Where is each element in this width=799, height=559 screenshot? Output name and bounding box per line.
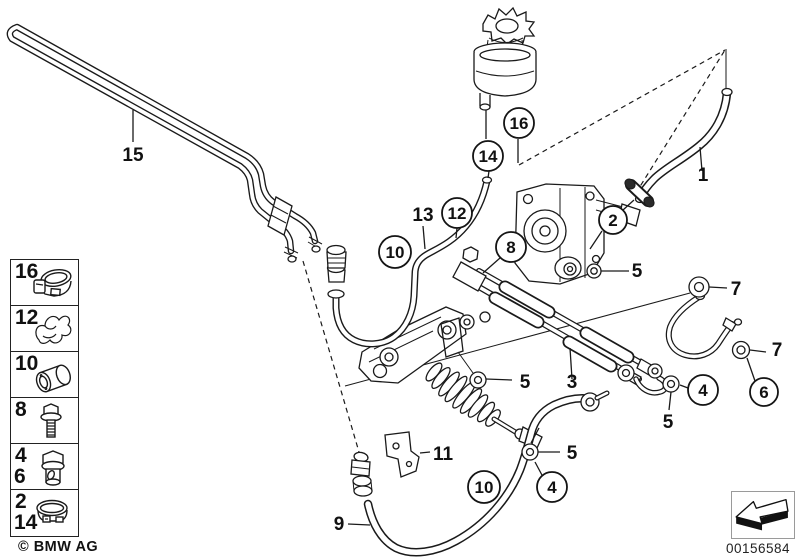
legend-number: 12 <box>15 306 39 329</box>
legend-number: 4 <box>15 444 27 467</box>
hex-bolt-icon <box>40 403 62 438</box>
legend-number: 2 <box>15 490 27 513</box>
svg-text:5: 5 <box>632 261 643 282</box>
callout-5c[interactable]: 5 <box>663 412 674 433</box>
callout-10[interactable]: 10 <box>378 235 412 269</box>
svg-text:6: 6 <box>759 383 768 402</box>
legend-item-10[interactable]: 10 <box>10 351 79 399</box>
svg-text:14: 14 <box>479 147 498 166</box>
legend-item-16[interactable]: 16 <box>10 259 79 307</box>
callout-15[interactable]: 15 <box>122 145 144 166</box>
callout-8[interactable]: 8 <box>495 231 527 263</box>
callout-4[interactable]: 4 <box>687 374 719 406</box>
legend-item-12[interactable]: 12 <box>10 305 79 353</box>
svg-text:9: 9 <box>334 514 345 535</box>
callout-6[interactable]: 6 <box>749 377 779 407</box>
ear-clamp-icon <box>36 499 68 523</box>
steering-rack <box>358 306 543 449</box>
copyright-text: © BMW AG <box>18 539 99 555</box>
dashed-reference-line <box>302 260 360 453</box>
svg-text:15: 15 <box>122 145 144 166</box>
callout-5b[interactable]: 5 <box>520 372 531 393</box>
svg-text:11: 11 <box>433 444 454 465</box>
suction-stub-hose <box>624 178 655 208</box>
svg-text:4: 4 <box>547 478 557 497</box>
svg-text:3: 3 <box>567 372 578 393</box>
svg-text:7: 7 <box>731 279 742 300</box>
svg-text:7: 7 <box>772 340 783 361</box>
callout-9[interactable]: 9 <box>334 514 345 535</box>
pipe-15-fittings <box>283 236 323 263</box>
legend-number: 8 <box>15 398 27 421</box>
dashed-reference-line <box>635 49 726 194</box>
rubber-bushing-icon <box>35 364 71 393</box>
svg-text:12: 12 <box>448 204 467 223</box>
svg-text:2: 2 <box>608 211 617 230</box>
hose-13-connector <box>326 244 347 299</box>
parts-legend: 16 12 10 8 <box>10 259 79 537</box>
svg-text:5: 5 <box>520 372 531 393</box>
callout-11[interactable]: 11 <box>433 444 454 465</box>
back-arrow-3d-icon <box>735 498 789 531</box>
legend-number: 14 <box>14 511 38 534</box>
callout-12[interactable]: 12 <box>441 197 473 229</box>
rack-bellows <box>425 362 501 427</box>
svg-text:8: 8 <box>506 238 515 257</box>
svg-text:10: 10 <box>386 243 405 262</box>
svg-text:5: 5 <box>663 412 674 433</box>
banjo-bolt-icon <box>41 450 65 486</box>
legend-item-8[interactable]: 8 <box>10 397 79 445</box>
svg-text:5: 5 <box>567 443 578 464</box>
hose-end <box>721 87 733 97</box>
return-pipe-right <box>665 291 743 360</box>
legend-item-2-14[interactable]: 2 14 <box>10 489 79 537</box>
callout-3[interactable]: 3 <box>567 372 578 393</box>
svg-text:16: 16 <box>510 114 529 133</box>
nav-arrow-box[interactable] <box>731 491 795 539</box>
reservoir-outlet <box>479 93 491 107</box>
power-steering-pump <box>514 183 641 285</box>
callout-4b[interactable]: 4 <box>536 471 568 503</box>
callout-7[interactable]: 7 <box>731 279 742 300</box>
svg-text:4: 4 <box>698 381 708 400</box>
hose-9-fitting <box>350 451 373 497</box>
dashed-reference-line <box>518 49 726 166</box>
callout-1[interactable]: 1 <box>698 165 709 186</box>
callout-5[interactable]: 5 <box>632 261 643 282</box>
oil-pipes-3 <box>452 246 669 396</box>
callout-5d[interactable]: 5 <box>567 443 578 464</box>
legend-item-4-6[interactable]: 4 6 <box>10 443 79 491</box>
leader-lines <box>132 110 767 526</box>
callout-13[interactable]: 13 <box>412 205 433 226</box>
callout-14[interactable]: 14 <box>472 140 504 172</box>
pipe-clip-icon <box>35 315 72 344</box>
sealing-rings <box>469 263 751 461</box>
pipe-union-block <box>452 261 487 292</box>
hose-banjo-fitting <box>580 390 610 412</box>
svg-text:10: 10 <box>475 478 494 497</box>
reservoir-cap <box>482 6 536 45</box>
svg-text:13: 13 <box>412 205 433 226</box>
legend-number: 10 <box>15 352 39 375</box>
pinion-port-outline <box>440 317 464 358</box>
svg-text:1: 1 <box>698 165 709 186</box>
legend-number: 16 <box>15 260 39 283</box>
callout-16[interactable]: 16 <box>503 107 535 139</box>
oil-reservoir <box>473 6 537 111</box>
hose-clamp-icon <box>33 269 72 297</box>
union-bolt-head <box>462 246 479 263</box>
drawing-number: 00156584 <box>725 541 791 556</box>
holder-bracket-11 <box>384 431 420 478</box>
hose-end <box>481 176 493 184</box>
legend-number: 6 <box>14 465 26 488</box>
callout-10b[interactable]: 10 <box>467 470 501 504</box>
callout-2[interactable]: 2 <box>598 205 628 235</box>
callout-7b[interactable]: 7 <box>772 340 783 361</box>
